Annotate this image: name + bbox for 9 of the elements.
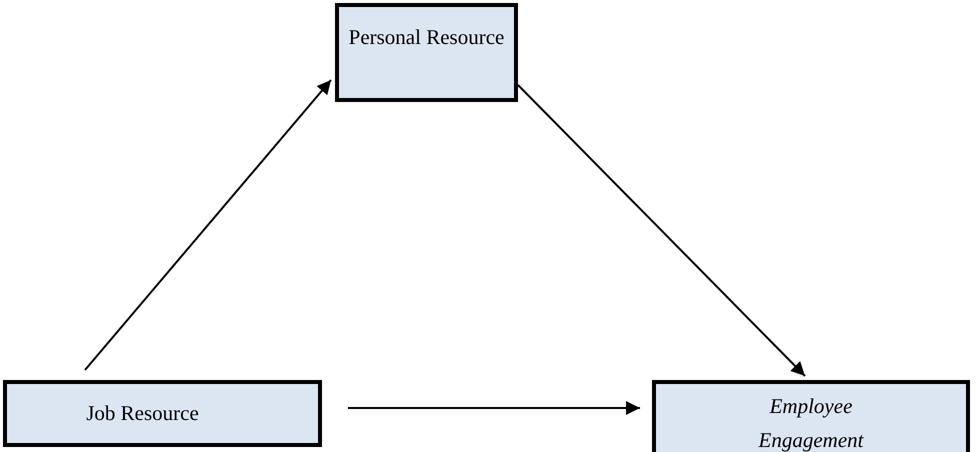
process-box <box>3 380 322 447</box>
box-label: Employee Engagement <box>757 393 865 452</box>
arrow <box>348 401 640 415</box>
arrow <box>84 79 332 371</box>
process-box <box>652 380 970 452</box>
box-label: Job Resource <box>86 400 199 427</box>
box-label: Personal Resource <box>348 24 504 51</box>
process-box <box>335 3 518 102</box>
arrow <box>517 84 806 377</box>
